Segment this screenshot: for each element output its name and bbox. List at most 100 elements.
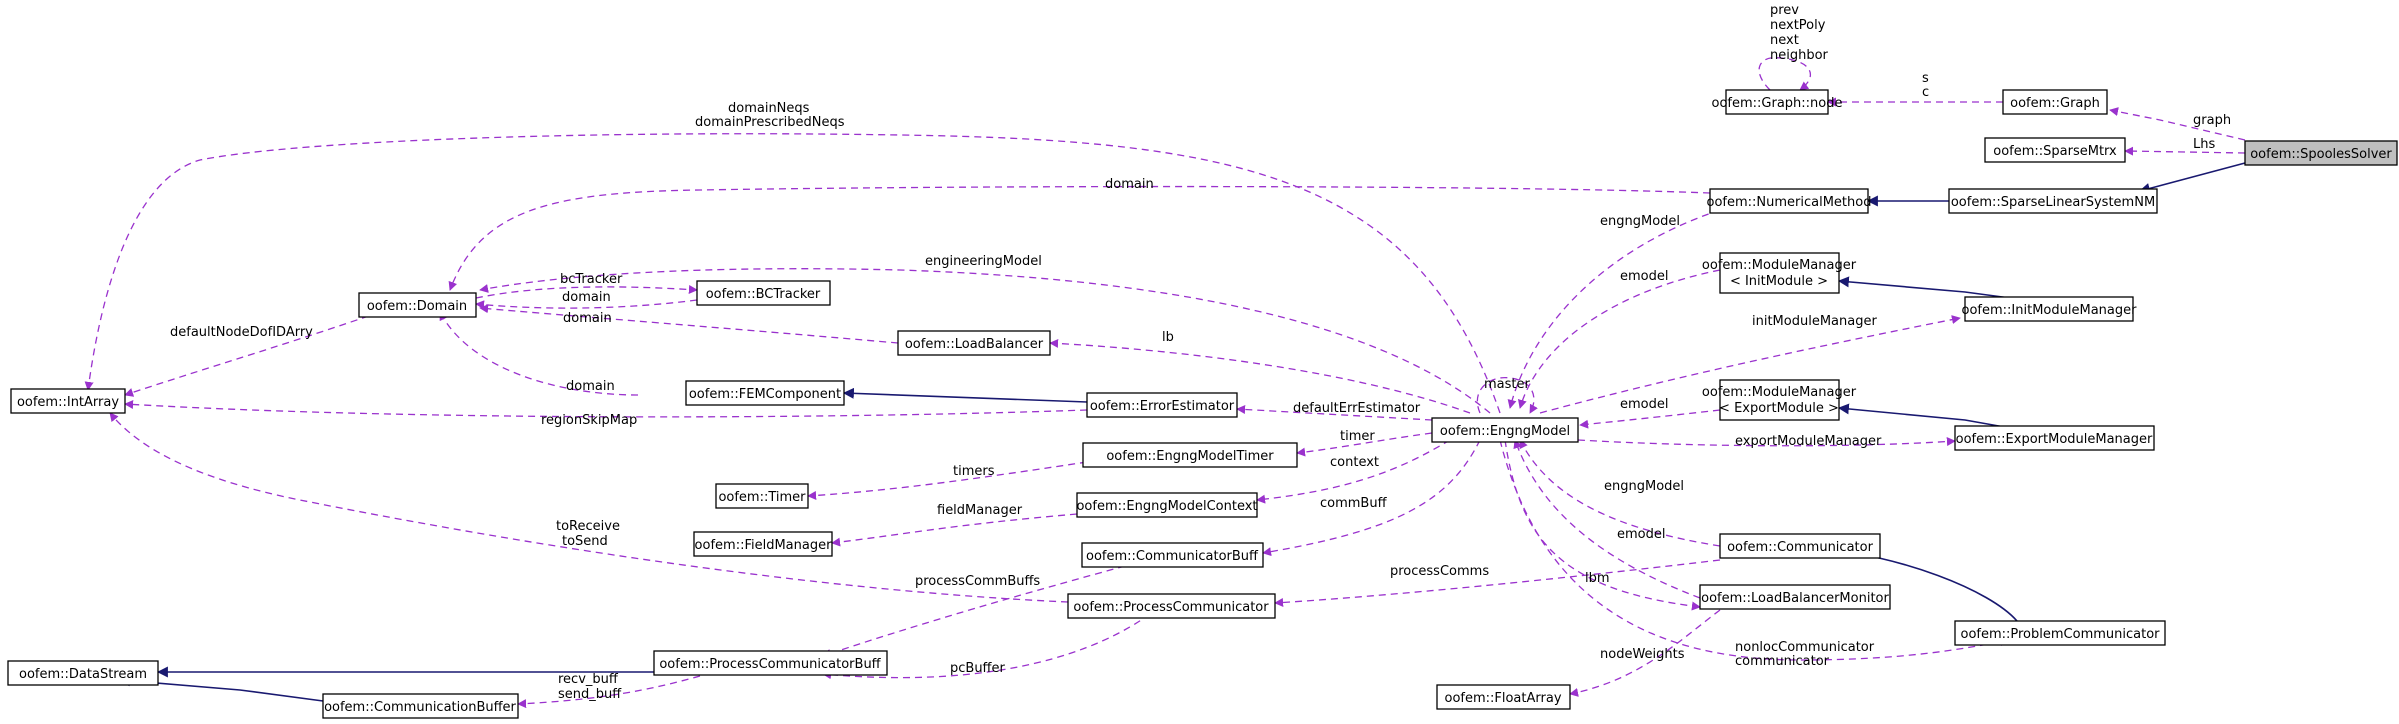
usage-edge-engng-exportmodulemanager: [1577, 437, 1956, 447]
edge-label-timer: timer: [1340, 429, 1375, 444]
node-label-module-manager-init-template: < InitModule >: [1730, 274, 1828, 289]
edge-label-next: next: [1770, 33, 1799, 48]
edge-labels: prev nextPoly next neighbor s c graph Lh…: [170, 3, 2231, 702]
usage-edge-engng-engngmodeltimer: [1296, 432, 1433, 457]
node-timer[interactable]: oofem::Timer: [715, 483, 809, 509]
node-float-array[interactable]: oofem::FloatArray: [1436, 684, 1571, 710]
usage-edge-communicator-processcommunicator: [1274, 559, 1721, 607]
node-load-balancer-monitor[interactable]: oofem::LoadBalancerMonitor: [1699, 584, 1891, 610]
node-label-spooles-solver: oofem::SpoolesSolver: [2250, 147, 2392, 162]
node-label-communicator: oofem::Communicator: [1727, 540, 1874, 555]
node-label-timer: oofem::Timer: [718, 490, 806, 505]
usage-edge-engng-problemcommunicator: [1499, 439, 2009, 661]
node-label-communication-buffer: oofem::CommunicationBuffer: [324, 700, 516, 715]
node-engng-model-timer[interactable]: oofem::EngngModelTimer: [1082, 442, 1298, 468]
edge-label-emodel-lbm: emodel: [1617, 527, 1665, 542]
node-error-estimator[interactable]: oofem::ErrorEstimator: [1086, 392, 1238, 418]
edge-label-pc-buffer: pcBuffer: [950, 661, 1006, 676]
edge-label-domain-prescribed-neqs: domainPrescribedNeqs: [695, 115, 845, 130]
edge-label-send-buff: send_buff: [558, 687, 622, 702]
usage-edge-engng-context: [1256, 439, 1451, 504]
usage-edge-engng-intarray: [84, 133, 1501, 414]
node-graph[interactable]: oofem::Graph: [2002, 89, 2108, 115]
edge-label-prev: prev: [1770, 3, 1799, 18]
node-label-int-array: oofem::IntArray: [17, 395, 119, 410]
node-graph-node[interactable]: oofem::Graph::node: [1712, 89, 1843, 115]
node-communicator-buff[interactable]: oofem::CommunicatorBuff: [1081, 542, 1264, 568]
node-label-field-manager: oofem::FieldManager: [695, 538, 833, 553]
node-module-manager-export[interactable]: oofem::ModuleManager < ExportModule >: [1702, 379, 1857, 421]
node-field-manager[interactable]: oofem::FieldManager: [693, 531, 833, 557]
class-nodes: oofem::SpoolesSolver oofem::Graph oofem:…: [7, 89, 2398, 719]
node-problem-communicator[interactable]: oofem::ProblemCommunicator: [1954, 620, 2166, 646]
node-load-balancer[interactable]: oofem::LoadBalancer: [897, 330, 1051, 356]
node-communicator[interactable]: oofem::Communicator: [1719, 533, 1881, 559]
edge-label-emodel-init: emodel: [1620, 269, 1668, 284]
usage-edge-loadbalancermonitor-engng: [1513, 439, 1701, 599]
usage-edge-engng-self: [1476, 377, 1538, 414]
edge-label-engng-model-comm: engngModel: [1604, 479, 1684, 494]
node-init-module-manager[interactable]: oofem::InitModuleManager: [1962, 296, 2138, 322]
inherit-edge-initmodulemanager-modulemanager: [1837, 276, 2011, 299]
edge-label-default-node-dof-id-arry: defaultNodeDofIDArry: [170, 325, 313, 340]
edge-label-domain-nm: domain: [1105, 177, 1154, 192]
node-module-manager-init[interactable]: oofem::ModuleManager < InitModule >: [1702, 252, 1857, 294]
edge-label-comm-buff: commBuff: [1320, 496, 1388, 511]
node-engng-model[interactable]: oofem::EngngModel: [1431, 417, 1579, 443]
node-label-engng-model: oofem::EngngModel: [1440, 424, 1570, 439]
node-domain[interactable]: oofem::Domain: [358, 292, 477, 318]
usage-edges: [84, 56, 2246, 709]
edge-label-default-err-estimator: defaultErrEstimator: [1293, 401, 1421, 416]
node-label-data-stream: oofem::DataStream: [19, 667, 147, 682]
usage-edge-engng-loadbalancer: [1049, 338, 1471, 414]
node-fem-component[interactable]: oofem::FEMComponent: [685, 380, 845, 406]
usage-edge-engng-errorestimator: [1236, 404, 1433, 421]
edge-label-communicator: communicator: [1735, 654, 1830, 669]
usage-edge-node-self: [1758, 56, 1812, 91]
node-label-graph: oofem::Graph: [2010, 96, 2100, 111]
usage-edge-processcommunicator-processcommbuff: [822, 613, 1151, 680]
edge-label-engng-model-nm: engngModel: [1600, 214, 1680, 229]
edge-label-engineering-model: engineeringModel: [925, 254, 1042, 269]
node-label-engng-model-timer: oofem::EngngModelTimer: [1106, 449, 1274, 464]
usage-edge-loadbalancermonitor-floatarray: [1569, 609, 1721, 697]
node-spooles-solver[interactable]: oofem::SpoolesSolver: [2244, 140, 2398, 166]
node-export-module-manager[interactable]: oofem::ExportModuleManager: [1954, 425, 2155, 451]
edge-label-domain-bc: domain: [562, 290, 611, 305]
node-sparse-mtrx[interactable]: oofem::SparseMtrx: [1984, 137, 2126, 163]
usage-edge-femcomponent-domain: [439, 311, 639, 396]
usage-edge-numericalmethod-engngmodel: [1507, 209, 1721, 409]
edge-label-region-skip-map: regionSkipMap: [541, 413, 637, 428]
node-label-process-communicator-buff: oofem::ProcessCommunicatorBuff: [659, 657, 881, 672]
usage-edge-engng-communicatorbuff: [1262, 439, 1481, 557]
node-engng-model-context[interactable]: oofem::EngngModelContext: [1076, 492, 1258, 518]
node-bc-tracker[interactable]: oofem::BCTracker: [696, 280, 831, 306]
edge-label-lhs: Lhs: [2193, 137, 2215, 152]
inherit-edge-errorestimator-femcomponent: [842, 387, 1088, 403]
usage-edge-context-fieldmanager: [831, 513, 1078, 547]
node-process-communicator-buff[interactable]: oofem::ProcessCommunicatorBuff: [653, 650, 888, 676]
node-label-init-module-manager: oofem::InitModuleManager: [1962, 303, 2138, 318]
edge-label-process-comms: processComms: [1390, 564, 1489, 579]
edge-label-recv-buff: recv_buff: [558, 672, 619, 687]
edge-label-neighbor: neighbor: [1770, 48, 1829, 63]
inheritance-edges: [118, 162, 2246, 702]
usage-edge-bctracker-domain: [475, 299, 698, 310]
edge-label-process-comm-buffs: processCommBuffs: [915, 574, 1040, 589]
node-data-stream[interactable]: oofem::DataStream: [7, 660, 159, 686]
edge-label-node-weights: nodeWeights: [1600, 647, 1685, 662]
edge-label-domain-lb: domain: [563, 311, 612, 326]
node-sparse-linear-system-nm[interactable]: oofem::SparseLinearSystemNM: [1948, 188, 2158, 214]
node-numerical-method[interactable]: oofem::NumericalMethod: [1707, 188, 1872, 214]
node-label-load-balancer: oofem::LoadBalancer: [905, 337, 1044, 352]
edge-label-nextpoly: nextPoly: [1770, 18, 1826, 33]
edge-label-domain-neqs: domainNeqs: [728, 101, 810, 116]
edge-label-timers: timers: [953, 464, 995, 479]
node-int-array[interactable]: oofem::IntArray: [10, 388, 126, 414]
node-label-communicator-buff: oofem::CommunicatorBuff: [1086, 549, 1259, 564]
edge-label-graph: graph: [2193, 113, 2231, 128]
node-communication-buffer[interactable]: oofem::CommunicationBuffer: [322, 693, 519, 719]
edge-label-graph-c: c: [1922, 85, 1929, 100]
usage-edge-communicatorbuff-processcommbuff: [822, 565, 1126, 658]
node-process-communicator[interactable]: oofem::ProcessCommunicator: [1067, 593, 1276, 619]
